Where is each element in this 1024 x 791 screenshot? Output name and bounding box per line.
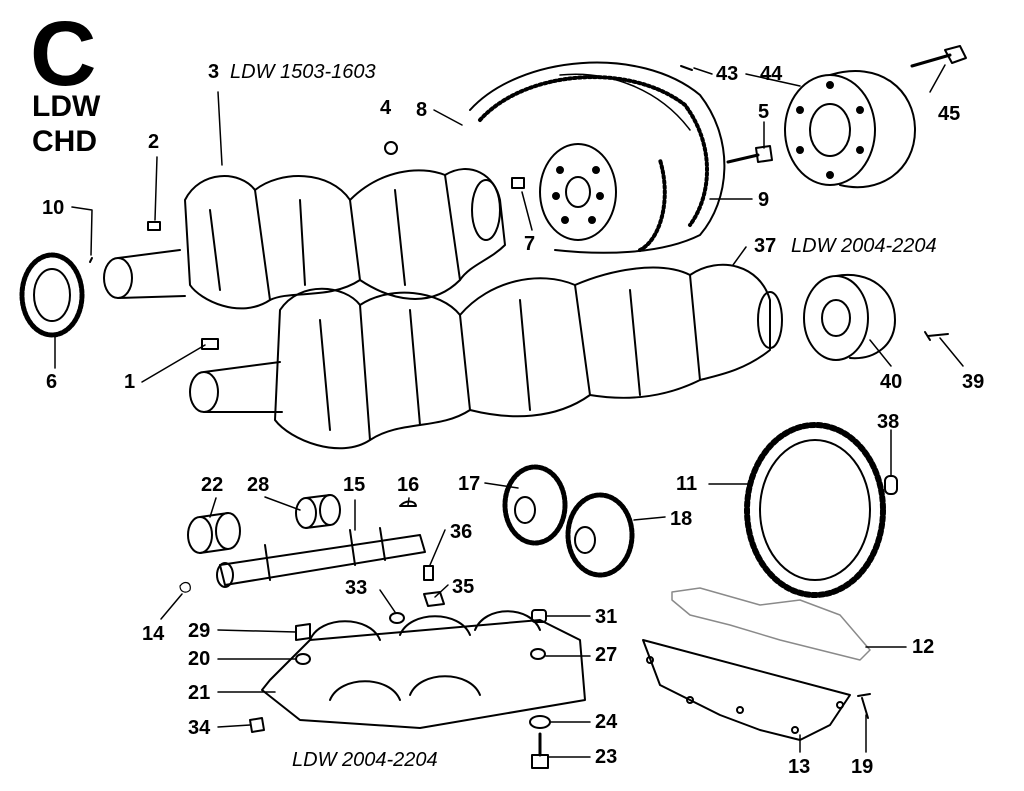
bolt-45 — [910, 45, 967, 68]
pin-7 — [511, 177, 525, 189]
callout-44: 44 — [760, 63, 783, 85]
callout-7: 7 — [524, 233, 536, 255]
cover-plate — [642, 639, 851, 741]
callout-36: 36 — [450, 521, 473, 543]
bolt-23 — [531, 732, 549, 769]
callout-6: 6 — [46, 371, 58, 393]
balancer-gear-17 — [502, 464, 568, 546]
pin-36 — [423, 565, 434, 581]
pin-38 — [884, 475, 898, 495]
hub-40 — [803, 273, 896, 361]
callout-31: 31 — [595, 606, 618, 628]
bolt-5 — [726, 145, 773, 164]
screw-39 — [924, 331, 949, 341]
callout-21: 21 — [188, 682, 211, 704]
callout-40: 40 — [880, 371, 903, 393]
callout-2: 2 — [148, 131, 160, 153]
washer-20 — [295, 653, 311, 665]
callout-12: 12 — [912, 636, 935, 658]
caption-bottom: LDW 2004-2204 — [292, 749, 438, 771]
dowel-4 — [384, 141, 398, 155]
washer-33 — [389, 612, 405, 624]
callout-19: 19 — [851, 756, 874, 778]
flywheel — [469, 61, 726, 254]
callout-23: 23 — [595, 746, 618, 768]
callout-11: 11 — [676, 473, 698, 495]
section-letter: C — [30, 3, 97, 105]
callout-39: 39 — [962, 371, 985, 393]
callout-24: 24 — [595, 711, 618, 733]
callout-28: 28 — [247, 474, 270, 496]
washer-35 — [423, 591, 445, 607]
callout-20: 20 — [188, 648, 211, 670]
callout-13: 13 — [788, 756, 811, 778]
callout-15: 15 — [343, 474, 366, 496]
bushing-28 — [295, 494, 341, 529]
callout-8: 8 — [416, 99, 428, 121]
callout-4: 4 — [380, 97, 392, 119]
callout-1: 1 — [124, 371, 136, 393]
caption-3-text: LDW 1503-1603 — [230, 61, 376, 83]
crankshaft-ldw2004 — [189, 263, 783, 450]
callout-17: 17 — [458, 473, 481, 495]
washer-27 — [530, 648, 546, 660]
washer-24 — [529, 715, 551, 729]
bushing-22 — [187, 512, 241, 554]
callout-33: 33 — [345, 577, 368, 599]
oring-14 — [179, 581, 191, 593]
plug-34 — [249, 717, 265, 733]
callout-27: 27 — [595, 644, 618, 666]
callout-29: 29 — [188, 620, 211, 642]
clip-16 — [399, 500, 417, 507]
caption-37-number: 37 — [754, 235, 777, 257]
caption-37-text: LDW 2004-2204 — [791, 235, 937, 257]
model-line-1: LDW — [32, 90, 101, 123]
dowel-43 — [680, 65, 693, 71]
callout-18: 18 — [670, 508, 693, 530]
ring-gear — [744, 422, 886, 598]
callout-9: 9 — [758, 189, 770, 211]
callout-14: 14 — [142, 623, 165, 645]
screw-19 — [857, 693, 871, 719]
balancer-housing — [261, 610, 586, 729]
balancer-shaft — [216, 527, 426, 588]
gasket — [671, 587, 871, 661]
pin-10 — [89, 257, 93, 263]
callout-10: 10 — [42, 197, 65, 219]
key-1 — [201, 338, 219, 350]
callout-16: 16 — [397, 474, 420, 496]
callout-38: 38 — [877, 411, 900, 433]
balancer-gear-18 — [565, 492, 635, 578]
leader-lines — [54, 64, 964, 758]
caption-3-number: 3 — [208, 61, 220, 83]
callout-35: 35 — [452, 576, 475, 598]
timing-gear — [19, 252, 85, 338]
callout-43: 43 — [716, 63, 739, 85]
pulley-hub — [784, 70, 916, 189]
callout-22: 22 — [201, 474, 224, 496]
crankshaft-ldw1503 — [103, 168, 506, 310]
callout-45: 45 — [938, 103, 961, 125]
key-2 — [147, 221, 161, 231]
callout-34: 34 — [188, 717, 211, 739]
callout-5: 5 — [758, 101, 770, 123]
nut-29 — [295, 623, 311, 641]
model-line-2: CHD — [32, 125, 97, 158]
